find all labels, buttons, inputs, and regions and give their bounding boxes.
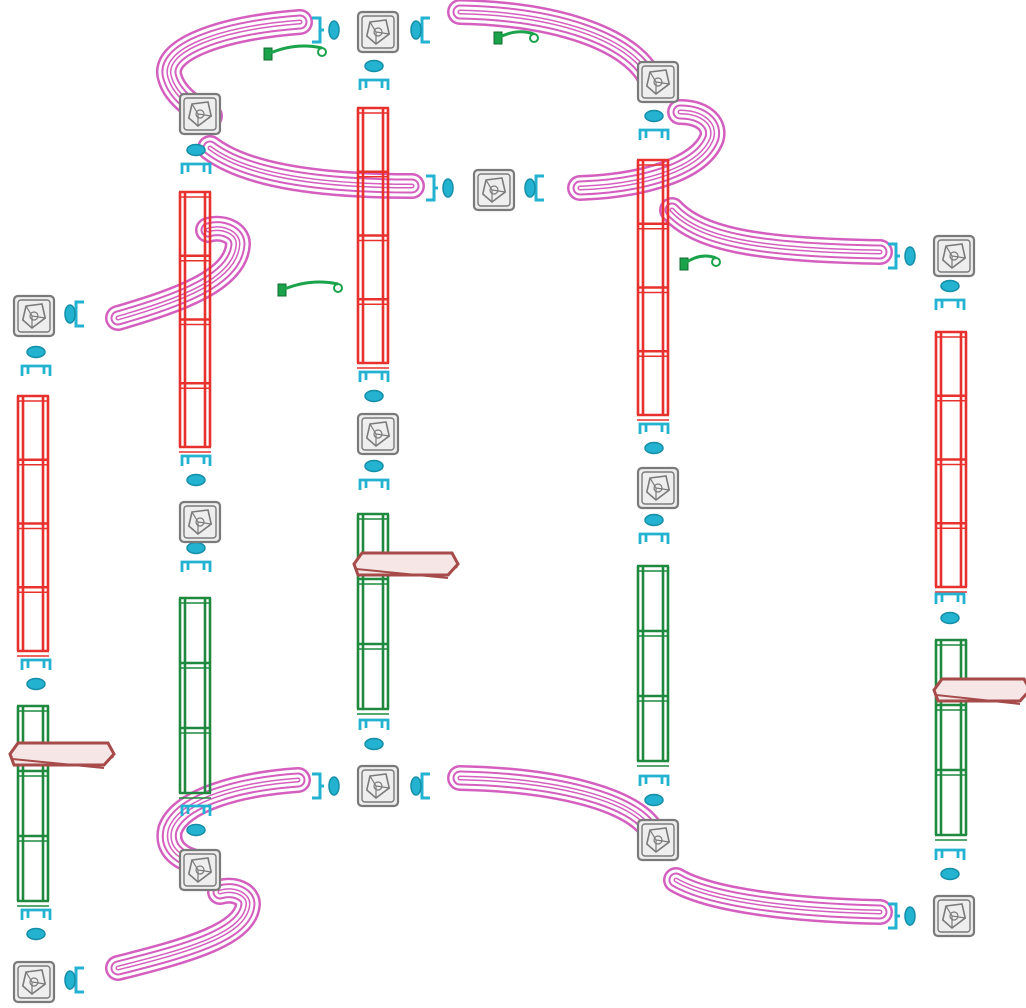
track-connector — [20, 658, 52, 691]
cube-connector — [472, 168, 516, 212]
track-connector — [20, 345, 52, 376]
curved-track-rail — [659, 197, 893, 265]
track-connector — [20, 908, 52, 941]
cube-connector — [356, 10, 400, 54]
green-tower-post — [356, 512, 390, 715]
track-connector — [426, 174, 454, 202]
track-connector — [358, 370, 390, 403]
cube-connector — [356, 412, 400, 456]
rail-clip — [277, 280, 343, 297]
green-tower-post — [16, 704, 50, 907]
rail-clip — [263, 44, 327, 61]
track-connector — [934, 592, 966, 625]
cube-connector — [636, 60, 680, 104]
cube-layer — [12, 10, 976, 1004]
track-connector — [638, 774, 670, 807]
curved-track-rail — [447, 765, 663, 841]
green-tower-post — [636, 564, 670, 767]
track-connector — [180, 454, 212, 487]
track-connector — [638, 109, 670, 140]
track-connector — [180, 143, 212, 174]
track-connector — [638, 422, 670, 455]
cube-connector — [178, 500, 222, 544]
track-connector — [358, 718, 390, 751]
rail-layer — [105, 0, 893, 981]
track-connector — [358, 59, 390, 90]
red-tower-post — [934, 330, 968, 593]
platform-layer — [8, 551, 1026, 769]
curved-track-rail — [663, 867, 893, 925]
post-layer — [16, 106, 968, 907]
track-connector — [888, 242, 916, 270]
red-tower-post — [178, 190, 212, 453]
green-tower-post — [934, 638, 968, 841]
cube-connector — [12, 960, 56, 1004]
red-tower-post — [356, 106, 390, 369]
track-connector — [410, 772, 430, 800]
track-connector — [180, 804, 212, 837]
cube-connector — [356, 764, 400, 808]
red-tower-post — [636, 158, 670, 421]
curved-track-rail — [105, 877, 261, 981]
cube-connector — [636, 818, 680, 862]
rail-clip — [679, 254, 721, 271]
track-connector — [180, 541, 212, 572]
curved-track-rail — [447, 0, 663, 91]
track-connector — [312, 16, 340, 44]
cube-connector — [636, 466, 680, 510]
curved-track-rail — [105, 215, 251, 331]
curved-track-rail — [567, 99, 726, 201]
platform-plate — [352, 551, 460, 579]
platform-plate — [932, 677, 1026, 705]
track-connector — [64, 300, 84, 328]
track-connector — [888, 902, 916, 930]
cube-connector — [178, 92, 222, 136]
track-connector — [312, 772, 340, 800]
track-connector — [934, 279, 966, 310]
cube-connector — [932, 234, 976, 278]
track-connector — [358, 459, 390, 490]
clip-layer — [263, 30, 721, 297]
cube-connector — [12, 294, 56, 338]
platform-plate — [8, 741, 116, 769]
track-connector — [64, 966, 84, 994]
red-tower-post — [16, 394, 50, 657]
rail-clip — [493, 30, 539, 45]
connector-layer — [20, 16, 966, 994]
cube-connector — [932, 894, 976, 938]
cube-connector — [178, 848, 222, 892]
track-connector — [410, 16, 430, 44]
track-connector — [524, 174, 544, 202]
track-connector — [934, 848, 966, 881]
green-tower-post — [178, 596, 212, 799]
track-connector — [638, 513, 670, 544]
